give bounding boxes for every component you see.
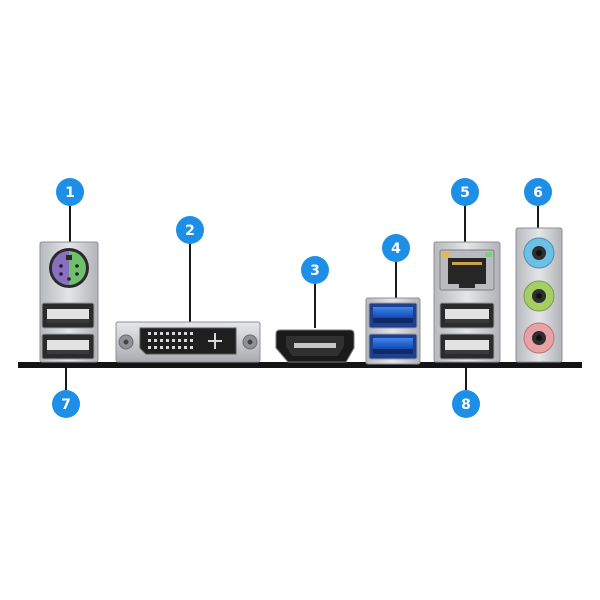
callout-7: 7 bbox=[52, 390, 80, 418]
usb3-ports bbox=[365, 297, 421, 365]
ps2-port[interactable] bbox=[49, 248, 89, 288]
leader-lines bbox=[65, 205, 539, 392]
callout-5: 5 bbox=[451, 178, 479, 206]
panel-base bbox=[18, 362, 582, 368]
callout-1: 1 bbox=[56, 178, 84, 206]
callout-3: 3 bbox=[301, 256, 329, 284]
hdmi-port[interactable] bbox=[275, 329, 355, 363]
audio-jack-line-out[interactable] bbox=[523, 280, 555, 312]
svg-text:5: 5 bbox=[460, 185, 470, 201]
usb2-port-right-top[interactable] bbox=[439, 302, 495, 329]
callout-2: 2 bbox=[176, 216, 204, 244]
audio-jack-mic-in[interactable] bbox=[523, 322, 555, 354]
svg-text:2: 2 bbox=[185, 223, 195, 239]
svg-text:3: 3 bbox=[310, 263, 320, 279]
svg-text:1: 1 bbox=[65, 185, 75, 201]
ps2-usb-stack bbox=[39, 241, 99, 363]
usb2-port-left-top[interactable] bbox=[41, 302, 95, 329]
callout-6: 6 bbox=[524, 178, 552, 206]
svg-text:4: 4 bbox=[391, 241, 401, 257]
callout-4: 4 bbox=[382, 234, 410, 262]
svg-text:7: 7 bbox=[61, 397, 71, 413]
audio-jack-line-in[interactable] bbox=[523, 237, 555, 269]
lan-port[interactable] bbox=[439, 249, 495, 291]
usb3-port-top[interactable] bbox=[368, 302, 418, 329]
lan-usb-stack bbox=[433, 241, 501, 363]
usb3-port-bottom[interactable] bbox=[368, 333, 418, 360]
audio-jacks bbox=[515, 227, 563, 363]
svg-text:8: 8 bbox=[461, 397, 471, 413]
usb2-port-right-bottom[interactable] bbox=[439, 333, 495, 360]
usb2-port-left-bottom[interactable] bbox=[41, 333, 95, 360]
svg-text:6: 6 bbox=[533, 185, 543, 201]
dvi-port[interactable] bbox=[115, 321, 261, 363]
callout-8: 8 bbox=[452, 390, 480, 418]
